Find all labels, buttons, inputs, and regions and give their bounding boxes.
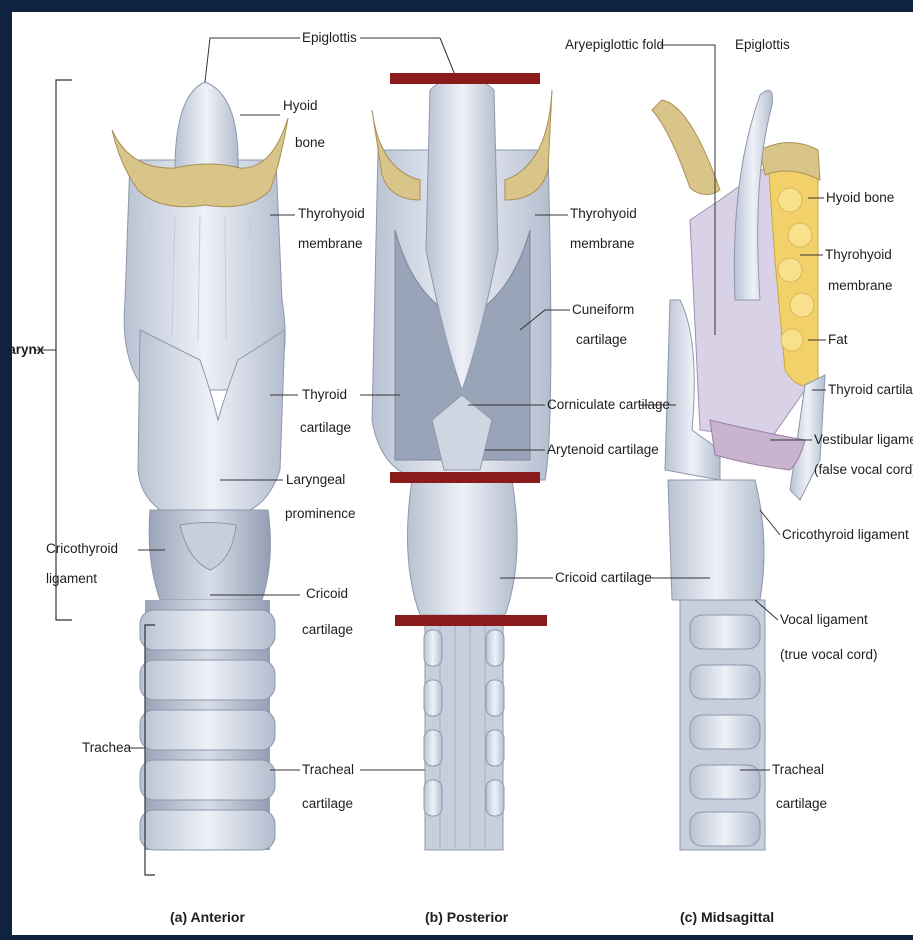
label-tracheal-anterior-2: cartilage xyxy=(302,796,353,811)
anterior-tracheal-rings xyxy=(140,610,275,850)
label-fat: Fat xyxy=(828,332,848,347)
label-cricoid-line2: cartilage xyxy=(302,622,353,637)
label-arytenoid: Arytenoid cartilage xyxy=(547,442,659,457)
label-thyroid-line1: Thyroid xyxy=(302,387,347,402)
label-laryngeal-line1: Laryngeal xyxy=(286,472,345,487)
label-cricoid-posterior: Cricoid cartilage xyxy=(555,570,652,585)
label-cricoid-line1: Cricoid xyxy=(306,586,348,601)
marker-bar-bottom xyxy=(395,615,547,626)
label-thyrohyoid-anterior-2: membrane xyxy=(298,236,363,251)
label-cuneiform-line1: Cuneiform xyxy=(572,302,634,317)
label-aryepiglottic-fold: Aryepiglottic fold xyxy=(565,37,664,52)
label-thyrohyoid-posterior-2: membrane xyxy=(570,236,635,251)
label-cricothyroid-midsagittal: Cricothyroid ligament xyxy=(782,527,909,542)
marker-bar-top xyxy=(390,73,540,84)
midsagittal-cricoid-cartilage xyxy=(668,480,764,600)
label-epiglottis-midsagittal: Epiglottis xyxy=(735,37,790,52)
label-vocal-line2: (true vocal cord) xyxy=(780,647,878,662)
label-thyrohyoid-midsagittal-2: membrane xyxy=(828,278,893,293)
caption-posterior: (b) Posterior xyxy=(425,909,509,925)
label-cuneiform-line2: cartilage xyxy=(576,332,627,347)
label-thyrohyoid-anterior-1: Thyrohyoid xyxy=(298,206,365,221)
label-tracheal-midsagittal-1: Tracheal xyxy=(772,762,824,777)
label-vestibular-line1: Vestibular ligament xyxy=(814,432,913,447)
label-vestibular-line2: (false vocal cord) xyxy=(814,462,913,477)
label-hyoid-line1: Hyoid xyxy=(283,98,318,113)
label-thyrohyoid-posterior-1: Thyrohyoid xyxy=(570,206,637,221)
label-tracheal-anterior-1: Tracheal xyxy=(302,762,354,777)
label-hyoid-line2: bone xyxy=(295,135,325,150)
caption-midsagittal: (c) Midsagittal xyxy=(680,909,774,925)
label-thyroid-line2: cartilage xyxy=(300,420,351,435)
label-corniculate: Corniculate cartilage xyxy=(547,397,670,412)
label-trachea: Trachea xyxy=(82,740,132,755)
label-larynx: Larynx xyxy=(0,342,45,357)
label-vocal-line1: Vocal ligament xyxy=(780,612,868,627)
label-hyoid-bone-midsagittal: Hyoid bone xyxy=(826,190,894,205)
posterior-cricoid-cartilage xyxy=(408,480,518,615)
caption-anterior: (a) Anterior xyxy=(170,909,245,925)
label-thyrohyoid-midsagittal-1: Thyrohyoid xyxy=(825,247,892,262)
label-laryngeal-line2: prominence xyxy=(285,506,356,521)
label-cricothyroid-line2: ligament xyxy=(46,571,97,586)
label-cricothyroid-line1: Cricothyroid xyxy=(46,541,118,556)
marker-bar-middle xyxy=(390,472,540,483)
label-tracheal-midsagittal-2: cartilage xyxy=(776,796,827,811)
label-epiglottis-anterior: Epiglottis xyxy=(302,30,357,45)
label-thyroid-cartilage-midsagittal: Thyroid cartilage xyxy=(828,382,913,397)
